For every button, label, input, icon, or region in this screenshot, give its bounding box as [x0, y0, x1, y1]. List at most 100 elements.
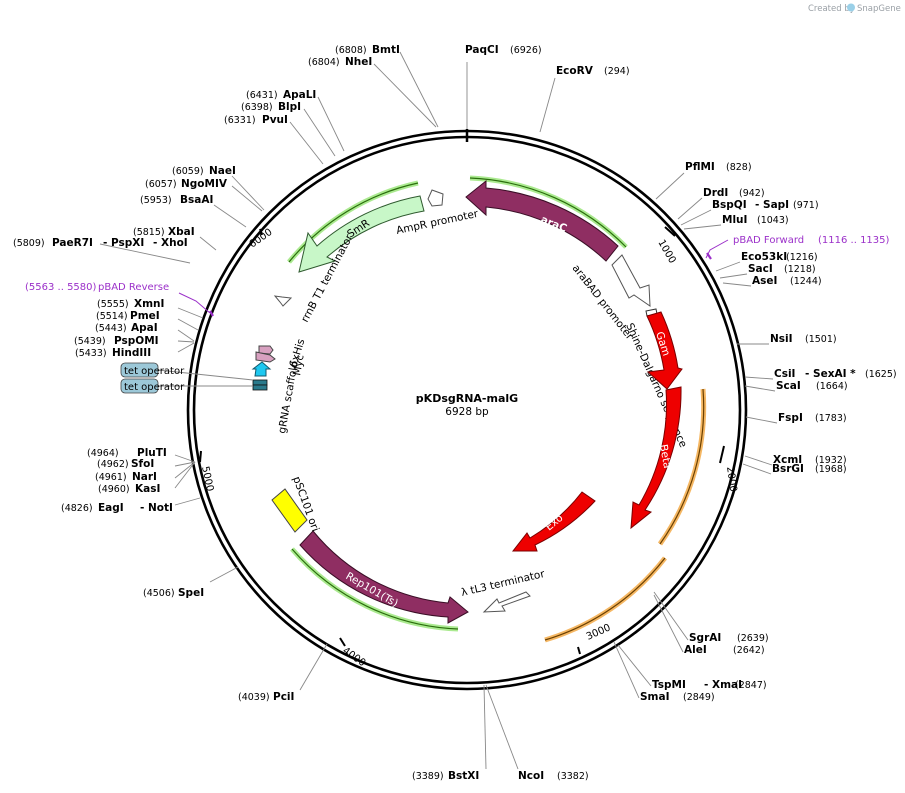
site-name-paqci: PaqCI	[465, 44, 499, 56]
site-name-kasi: KasI	[135, 483, 160, 495]
restriction-site-lines	[99, 51, 778, 770]
plasmid-title: pKDsgRNA-malG 6928 bp	[416, 392, 518, 418]
site-pos-smai: (2849)	[683, 692, 715, 703]
site-line-naei	[231, 175, 265, 211]
site-pos-mlui: (1043)	[757, 215, 789, 226]
gam-feature	[646, 311, 683, 390]
backbone	[186, 129, 748, 691]
arac-feature	[465, 179, 619, 262]
site-pos-ngomiv: (6057)	[145, 179, 177, 190]
site-pos-sfoi: (4962)	[97, 459, 129, 470]
tick-mark	[664, 226, 676, 237]
site-name-pluti: PluTI	[137, 447, 167, 459]
tet-operator-tag-2-label: tet operator	[124, 382, 185, 393]
site-name-paer7i: PaeR7I	[52, 237, 93, 249]
site-name-tspmi: TspMI	[652, 679, 686, 691]
site-line-pmei	[177, 318, 199, 331]
pbad-forward-name: pBAD Forward	[733, 235, 804, 246]
site-pos-kasi: (4960)	[98, 484, 130, 495]
site-name-blpi: BlpI	[278, 101, 301, 113]
tet-operator-tag-2	[120, 378, 159, 394]
site-pos-drdi: (942)	[739, 188, 765, 199]
site-name-pflmi: PflMI	[685, 161, 715, 173]
site-line-tspmi	[617, 644, 652, 687]
site-name-xcmi: XcmI	[773, 454, 802, 466]
site-pos-xbai: (5815)	[133, 227, 165, 238]
site-name-xmni: XmnI	[134, 298, 164, 310]
tick-mark	[577, 646, 581, 655]
site-name-pspxi: - PspXI	[103, 237, 144, 249]
site-line-hindiii	[177, 342, 195, 353]
site-name-fspi: FspI	[778, 412, 803, 424]
snapgene-credit: Created by SnapGene	[808, 3, 901, 14]
site-pos-pmei: (5514)	[96, 311, 128, 322]
site-name-smai: SmaI	[640, 691, 670, 703]
site-name-pmei: PmeI	[130, 310, 160, 322]
exo-feature	[511, 491, 596, 552]
site-name-asei: AseI	[752, 275, 777, 287]
site-pos-ecorv: (294)	[604, 66, 630, 77]
site-pos-xmni: (5555)	[97, 299, 129, 310]
tick-label: 2000	[724, 466, 738, 493]
site-line-ngomiv	[231, 185, 263, 212]
site-line-bmti	[399, 51, 439, 128]
site-pos-saci: (1218)	[784, 264, 816, 275]
site-pos-asei: (1244)	[790, 276, 822, 287]
site-pos-ncoi: (3382)	[557, 771, 589, 782]
beta-feature	[630, 386, 682, 530]
site-pos-xmai: (2847)	[735, 680, 767, 691]
site-name-ecorv: EcoRV	[556, 65, 594, 77]
pbad-reverse-range: (5563 .. 5580)	[25, 282, 97, 293]
site-name-xbai: XbaI	[168, 226, 195, 238]
site-line-xbai	[199, 236, 217, 251]
tl3-terminator-label: λ tL3 terminator	[460, 568, 547, 599]
site-pos-bmti: (6808)	[335, 45, 367, 56]
site-pos-nhei: (6804)	[308, 57, 340, 68]
site-line-ecorv	[539, 77, 556, 133]
arabad-promoter-feature	[611, 254, 651, 307]
site-pos-fspi: (1783)	[815, 413, 847, 424]
site-name-apali: ApaLI	[283, 89, 316, 101]
snapgene-logo-icon	[847, 3, 855, 12]
site-pos-sexai: (1625)	[865, 369, 897, 380]
site-name-sapi: - SapI	[755, 199, 789, 211]
site-line-sfoi	[174, 461, 196, 467]
myc-feature	[255, 351, 276, 363]
site-name-ngomiv: NgoMIV	[181, 178, 228, 190]
site-name-apai: ApaI	[131, 322, 158, 334]
site-line-ncoi	[485, 684, 519, 770]
site-pos-scai: (1664)	[816, 381, 848, 392]
site-line-asei	[722, 282, 752, 287]
site-pos-nari: (4961)	[95, 472, 127, 483]
site-pos-sgrai: (2639)	[737, 633, 769, 644]
tick-label: 5000	[199, 465, 215, 492]
site-name-scai: ScaI	[776, 380, 801, 392]
site-name-pcii: PciI	[273, 691, 294, 703]
site-name-noti: - NotI	[140, 502, 173, 514]
site-pos-blpi: (6398)	[241, 102, 273, 113]
site-name-xmai: - XmaI	[704, 679, 742, 691]
primers: pBAD Forward (1116 .. 1135) (5563 .. 558…	[25, 235, 890, 317]
site-line-apai	[177, 329, 195, 342]
site-line-csii	[744, 376, 774, 380]
site-pos-alei: (2642)	[733, 645, 765, 656]
restriction-site-labels: PaqCI(6926)EcoRV(294)PflMI(828)DrdI(942)…	[13, 44, 897, 782]
site-pos-pluti: (4964)	[87, 448, 119, 459]
site-pos-pvui: (6331)	[224, 115, 256, 126]
site-name-eco53ki: Eco53kI	[741, 251, 787, 263]
site-line-paer7i	[99, 243, 191, 264]
site-name-nhei: NheI	[345, 56, 372, 68]
site-name-hindiii: HindIII	[112, 347, 151, 359]
site-line-sgrai	[653, 591, 689, 641]
site-pos-naei: (6059)	[172, 166, 204, 177]
grna-scaffold-label: gRNA scaffold	[276, 360, 301, 434]
site-name-spei: SpeI	[178, 587, 204, 599]
site-name-pspomi: PspOMI	[114, 335, 159, 347]
site-pos-pflmi: (828)	[726, 162, 752, 173]
tet-operator-tag-1	[120, 362, 159, 378]
site-line-alei	[653, 594, 684, 653]
site-name-drdi: DrdI	[703, 187, 728, 199]
smr-feature	[298, 195, 425, 273]
beta-label: Beta	[657, 443, 673, 469]
